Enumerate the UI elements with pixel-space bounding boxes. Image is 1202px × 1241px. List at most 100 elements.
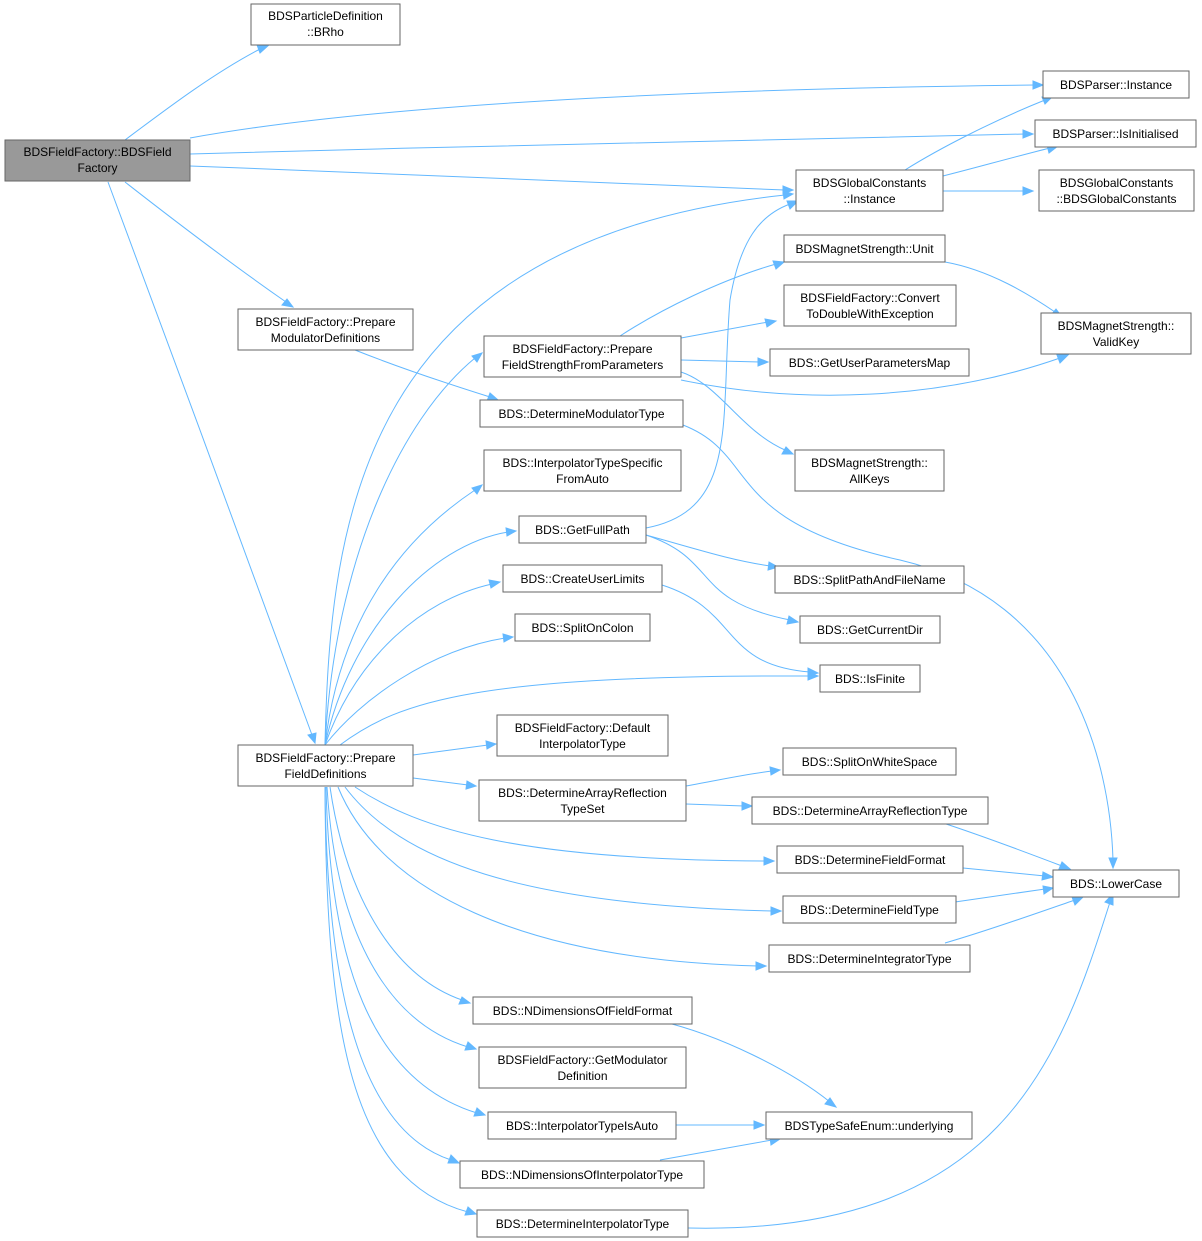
node-interpolatortypeisauto[interactable]: BDS::InterpolatorTypeIsAuto — [487, 1111, 677, 1140]
node-determinemodulatortype[interactable]: BDS::DetermineModulatorType — [479, 399, 684, 428]
node-line: BDS::SplitPathAndFileName — [793, 573, 945, 587]
node-line: BDSFieldFactory::Prepare — [255, 315, 395, 329]
node-defaultinterpolatortype[interactable]: BDSFieldFactory::Default InterpolatorTyp… — [496, 714, 669, 757]
node-line: BDS::InterpolatorTypeIsAuto — [506, 1119, 658, 1133]
edge-n9-n11 — [324, 484, 484, 746]
node-line: BDS::GetCurrentDir — [817, 623, 923, 637]
edge-n26-n30 — [944, 261, 1064, 318]
node-bdsfieldfactory-bdsfieldfactory[interactable]: BDSFieldFactory::BDSField Factory — [4, 139, 191, 182]
node-determinearrayreflectiontypeset[interactable]: BDS::DetermineArrayReflection TypeSet — [478, 779, 687, 822]
edge-n9-n25 — [324, 786, 478, 1216]
node-ndimensionsofinterpolatortype[interactable]: BDS::NDimensionsOfInterpolatorType — [459, 1160, 705, 1189]
node-line: TypeSet — [560, 802, 605, 816]
edge-n9-n16 — [412, 740, 498, 756]
node-determineintegratortype[interactable]: BDS::DetermineIntegratorType — [768, 944, 971, 973]
node-splitoncolon[interactable]: BDS::SplitOnColon — [514, 613, 651, 642]
edge-n0-n9 — [107, 181, 317, 745]
node-converttodoublewithexception[interactable]: BDSFieldFactory::Convert ToDoubleWithExc… — [783, 284, 957, 327]
edge-n9-n20 — [337, 786, 768, 971]
node-bdstypesafeenum-underlying[interactable]: BDSTypeSafeEnum::underlying — [765, 1111, 973, 1140]
edge-n12-n4 — [645, 200, 800, 529]
node-line: BDSGlobalConstants — [1060, 176, 1173, 190]
edge-n9-n13 — [324, 579, 502, 746]
edge-n10-n29 — [680, 371, 795, 455]
node-line: Definition — [557, 1069, 607, 1083]
edge-n12-n32 — [645, 534, 800, 625]
edge-n25-n8 — [687, 892, 1114, 1229]
node-determinearrayreflectiontype[interactable]: BDS::DetermineArrayReflectionType — [751, 796, 989, 825]
edge-n9-n18 — [354, 786, 776, 866]
node-determinefieldformat[interactable]: BDS::DetermineFieldFormat — [776, 845, 964, 874]
node-line: BDS::InterpolatorTypeSpecific — [502, 456, 662, 470]
node-splitonwhitespace[interactable]: BDS::SplitOnWhiteSpace — [782, 747, 957, 776]
edge-n0-n2 — [189, 80, 1045, 139]
node-line: ::Instance — [843, 192, 895, 206]
node-bdsmagnetstrength-validkey[interactable]: BDSMagnetStrength:: ValidKey — [1040, 312, 1192, 355]
node-interpolatortypespecificfromauto[interactable]: BDS::InterpolatorTypeSpecific FromAuto — [483, 449, 682, 492]
edge-n0-n1 — [124, 43, 272, 141]
node-determineinterpolatortype[interactable]: BDS::DetermineInterpolatorType — [476, 1209, 689, 1238]
node-line: BDSFieldFactory::Default — [515, 721, 651, 735]
edge-n17-n34 — [685, 801, 754, 811]
node-line: BDSFieldFactory::GetModulator — [497, 1053, 667, 1067]
edge-n7-n8 — [682, 424, 1118, 870]
edge-n9-n21 — [329, 786, 472, 1005]
edge-n10-n26 — [619, 260, 786, 337]
node-getuserparametersmap[interactable]: BDS::GetUserParametersMap — [769, 348, 970, 377]
node-bdsglobalconstants-instance[interactable]: BDSGlobalConstants ::Instance — [795, 169, 944, 212]
node-line: BDS::DetermineFieldFormat — [795, 853, 946, 867]
node-lowercase[interactable]: BDS::LowerCase — [1052, 869, 1180, 898]
edge-n0-n4 — [189, 165, 795, 195]
edge-n9-n17 — [412, 777, 478, 790]
node-getfullpath[interactable]: BDS::GetFullPath — [518, 515, 647, 544]
edge-n18-n8 — [962, 867, 1055, 881]
node-line: BDS::DetermineArrayReflectionType — [773, 804, 968, 818]
edge-n9-n12 — [324, 527, 518, 746]
node-bdsparticledefinition-brho[interactable]: BDSParticleDefinition ::BRho — [250, 3, 401, 46]
node-preparefieldstrengthfromparameters[interactable]: BDSFieldFactory::Prepare FieldStrengthFr… — [483, 335, 682, 378]
edge-n9-n14 — [324, 633, 515, 746]
node-line: BDS::LowerCase — [1070, 877, 1162, 891]
node-ndimensionsoffieldformat[interactable]: BDS::NDimensionsOfFieldFormat — [472, 996, 693, 1025]
node-line: BDS::GetUserParametersMap — [789, 356, 951, 370]
node-line: BDS::DetermineIntegratorType — [787, 952, 951, 966]
edge-n21-n35 — [659, 1020, 838, 1108]
node-line: ModulatorDefinitions — [271, 331, 380, 345]
node-bdsmagnetstrength-unit[interactable]: BDSMagnetStrength::Unit — [783, 234, 946, 263]
node-createuserlimits[interactable]: BDS::CreateUserLimits — [502, 564, 663, 593]
edge-n23-n35 — [676, 1120, 766, 1130]
node-getmodulatordefinition[interactable]: BDSFieldFactory::GetModulator Definition — [478, 1046, 687, 1089]
node-line: BDSMagnetStrength:: — [1058, 319, 1175, 333]
node-line: BDS::SplitOnColon — [531, 621, 633, 635]
node-bdsparser-instance[interactable]: BDSParser::Instance — [1042, 70, 1190, 99]
edge-n12-n31 — [645, 534, 780, 571]
edge-n0-n6 — [124, 181, 295, 308]
node-line: BDS::DetermineFieldType — [800, 903, 939, 917]
node-bdsmagnetstrength-allkeys[interactable]: BDSMagnetStrength:: AllKeys — [794, 449, 945, 492]
node-preparefielddefinitions[interactable]: BDSFieldFactory::Prepare FieldDefinition… — [237, 744, 414, 787]
edge-n9-n19 — [344, 786, 783, 916]
node-bdsparser-isinitialised[interactable]: BDSParser::IsInitialised — [1034, 119, 1197, 148]
node-line: BDS::NDimensionsOfInterpolatorType — [481, 1168, 683, 1182]
node-splitpathandfilename[interactable]: BDS::SplitPathAndFileName — [774, 565, 965, 594]
node-line: BDSFieldFactory::BDSField — [23, 145, 171, 159]
edge-n17-n33 — [685, 766, 782, 787]
edge-n9-n24 — [324, 786, 461, 1164]
node-bdsglobalconstants-ctor[interactable]: BDSGlobalConstants ::BDSGlobalConstants — [1038, 169, 1195, 212]
edge-n10-n27 — [680, 318, 778, 339]
node-isfinite[interactable]: BDS::IsFinite — [819, 664, 921, 693]
node-getcurrentdir[interactable]: BDS::GetCurrentDir — [799, 615, 941, 644]
node-preparemodulatordefinitions[interactable]: BDSFieldFactory::Prepare ModulatorDefini… — [237, 308, 414, 351]
node-line: BDS::CreateUserLimits — [520, 572, 644, 586]
node-line: BDSMagnetStrength::Unit — [795, 242, 934, 256]
edge-n9-n23 — [325, 786, 487, 1117]
node-line: BDSParticleDefinition — [268, 9, 383, 23]
edge-n34-n8 — [939, 821, 1072, 870]
node-line: AllKeys — [849, 472, 889, 486]
node-line: BDSParser::Instance — [1060, 78, 1172, 92]
edge-n9-n10 — [324, 352, 484, 746]
node-determinefieldtype[interactable]: BDS::DetermineFieldType — [782, 895, 957, 924]
edge-n0-n3 — [189, 129, 1035, 155]
node-line: FieldStrengthFromParameters — [502, 358, 663, 372]
